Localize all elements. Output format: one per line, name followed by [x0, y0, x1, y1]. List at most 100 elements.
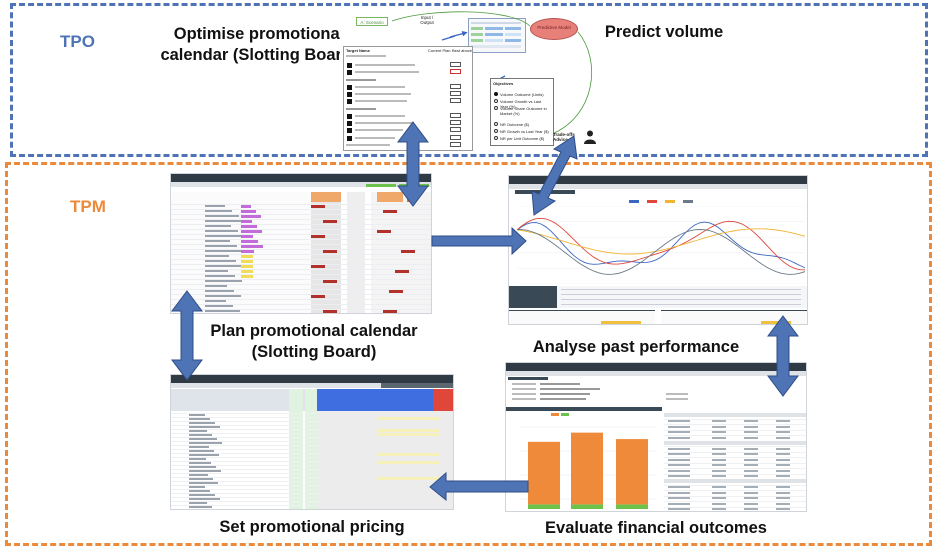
- pricing-row[interactable]: [171, 449, 317, 450]
- financial-row: [664, 484, 806, 486]
- radio[interactable]: [494, 106, 498, 110]
- financial-row: [664, 479, 806, 483]
- pricing-row[interactable]: [171, 497, 317, 498]
- bar-segment-base: [528, 504, 560, 509]
- financial-row: [664, 451, 806, 453]
- arrow-plan-pricing: [171, 290, 203, 381]
- bar-segment-main: [616, 439, 648, 505]
- tpm-label: TPM: [70, 197, 106, 216]
- caption-optimise: Optimise promotional calendar (Slotting …: [160, 25, 358, 64]
- slotting-row[interactable]: [171, 224, 431, 225]
- pricing-screenshot: [170, 374, 454, 510]
- pricing-row[interactable]: [171, 505, 317, 506]
- slotting-row[interactable]: [171, 294, 431, 295]
- caption-analyse: Analyse past performance: [532, 338, 740, 356]
- objective-option[interactable]: Volume Growth vs Last Year (%): [500, 99, 542, 109]
- pricing-row[interactable]: [171, 429, 317, 430]
- radio-selected[interactable]: [494, 92, 498, 96]
- slotting-row[interactable]: [171, 234, 431, 235]
- caption-plan: Plan promotional calendar (Slotting Boar…: [210, 322, 418, 361]
- slotting-row[interactable]: [171, 254, 431, 255]
- slotting-row[interactable]: [171, 299, 431, 300]
- chart-series-line: [517, 228, 805, 255]
- slotting-row[interactable]: [171, 289, 431, 290]
- pricing-row[interactable]: [171, 425, 317, 426]
- pricing-row[interactable]: [171, 501, 317, 502]
- pricing-row[interactable]: [171, 421, 317, 422]
- caption-evaluate: Evaluate financial outcomes: [545, 519, 767, 537]
- chart-series-line: [517, 229, 805, 275]
- objective-option[interactable]: NR Growth vs Last Year ($): [500, 129, 549, 134]
- slotting-row[interactable]: [171, 269, 431, 270]
- tpm-section: [5, 162, 932, 546]
- pricing-row[interactable]: [171, 417, 317, 418]
- arrow-plan-analyse: [431, 226, 527, 256]
- slotting-board-screenshot: [170, 173, 432, 314]
- slotting-row[interactable]: [171, 229, 431, 230]
- pricing-row[interactable]: [171, 485, 317, 486]
- slotting-row[interactable]: [171, 249, 431, 250]
- slotting-row[interactable]: [171, 284, 431, 285]
- pricing-row[interactable]: [171, 477, 317, 478]
- chart-series-line: [517, 221, 805, 269]
- tpo-label: TPO: [60, 32, 95, 51]
- objective-option[interactable]: NR Outcome ($): [500, 122, 530, 127]
- radio[interactable]: [494, 122, 498, 126]
- input-output-label: Input / Output: [420, 15, 434, 25]
- financial-table: [664, 407, 806, 511]
- radio[interactable]: [494, 99, 498, 103]
- arrow-evaluate-pricing: [429, 471, 529, 502]
- slotting-row[interactable]: [171, 244, 431, 245]
- slotting-row[interactable]: [171, 274, 431, 275]
- pricing-row[interactable]: [171, 469, 317, 470]
- slotting-row[interactable]: [171, 279, 431, 280]
- pricing-row[interactable]: [171, 481, 317, 482]
- financial-row: [664, 490, 806, 491]
- financial-row: [664, 473, 806, 475]
- arrow-predict-analyse: [531, 135, 578, 216]
- financial-row: [664, 413, 806, 417]
- slotting-row[interactable]: [171, 239, 431, 240]
- financial-row: [664, 424, 806, 425]
- objective-option[interactable]: Volume Outcome (Units): [500, 92, 544, 97]
- slotting-row[interactable]: [171, 264, 431, 265]
- objective-option[interactable]: NR per Unit Outcome ($): [500, 136, 545, 141]
- bar-segment-base: [616, 504, 648, 509]
- pricing-row[interactable]: [171, 441, 317, 442]
- pricing-row[interactable]: [171, 437, 317, 438]
- pricing-row[interactable]: [171, 461, 317, 462]
- caption-pricing: Set promotional pricing: [219, 518, 405, 536]
- person-icon: [584, 130, 596, 144]
- chart-series-line: [517, 217, 805, 271]
- financial-row: [664, 440, 806, 445]
- financial-row: [664, 501, 806, 502]
- targets-header: Target Name: [346, 48, 370, 53]
- pricing-row[interactable]: [171, 433, 317, 434]
- financial-row: [664, 506, 806, 508]
- radio[interactable]: [494, 136, 498, 140]
- pricing-row[interactable]: [171, 465, 317, 466]
- bar-segment-main: [571, 432, 603, 505]
- slotting-row[interactable]: [171, 209, 431, 210]
- pricing-row[interactable]: [171, 457, 317, 458]
- slotting-row[interactable]: [171, 204, 431, 205]
- best-plan-header: Best above: [452, 48, 473, 53]
- predictive-model-oval: Predictive Model: [530, 18, 578, 40]
- pricing-row[interactable]: [171, 493, 317, 494]
- financial-row: [664, 418, 806, 420]
- objective-option[interactable]: Volume Share Outcome in Market (%): [500, 106, 547, 116]
- pricing-row[interactable]: [171, 445, 317, 446]
- slotting-row[interactable]: [171, 219, 431, 220]
- slotting-row[interactable]: [171, 304, 431, 305]
- pricing-row[interactable]: [171, 489, 317, 490]
- slotting-row[interactable]: [171, 309, 431, 310]
- pricing-row[interactable]: [171, 453, 317, 454]
- objectives-panel: Objectives Volume Outcome (Units) Volume…: [490, 78, 554, 146]
- bar-segment-main: [528, 441, 560, 505]
- slotting-row[interactable]: [171, 259, 431, 260]
- radio[interactable]: [494, 129, 498, 133]
- pricing-row[interactable]: [171, 473, 317, 474]
- pricing-row[interactable]: [171, 413, 317, 414]
- slotting-row[interactable]: [171, 214, 431, 215]
